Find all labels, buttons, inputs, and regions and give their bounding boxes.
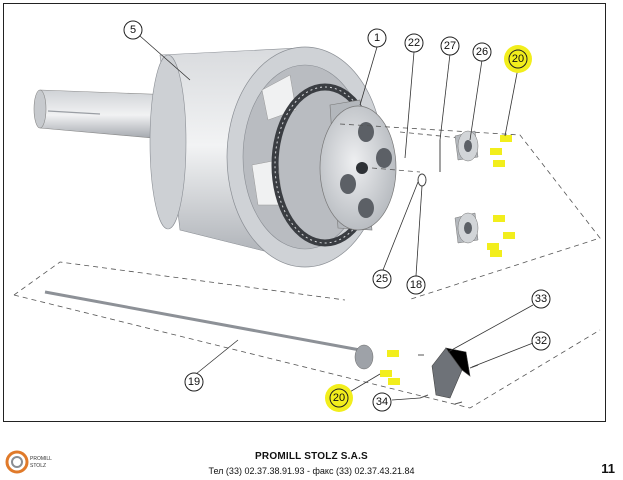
leader-lines <box>139 35 534 401</box>
svg-text:32: 32 <box>535 335 547 347</box>
screw-tags-upper <box>487 135 515 257</box>
svg-text:27: 27 <box>444 40 456 52</box>
svg-text:STOLZ: STOLZ <box>30 463 46 469</box>
main-shaft <box>33 89 176 141</box>
svg-text:1: 1 <box>374 32 380 44</box>
o-ring <box>417 173 427 187</box>
tie-rod <box>44 290 374 370</box>
upper-assembly-plane <box>339 123 601 301</box>
callout-32: 32 <box>531 331 551 351</box>
callout-33: 33 <box>531 289 551 309</box>
svg-text:PROMILL: PROMILL <box>30 456 52 462</box>
svg-text:5: 5 <box>130 24 136 36</box>
callout-20-upper: 20 <box>504 45 532 73</box>
pin-lower <box>454 212 479 244</box>
hub-assembly <box>319 99 397 231</box>
svg-text:25: 25 <box>376 273 388 285</box>
callout-19: 19 <box>184 372 204 392</box>
callout-5: 5 <box>123 20 143 40</box>
page-number: 11 <box>601 461 615 476</box>
company-logo: PROMILL STOLZ <box>5 450 52 474</box>
screw-tags-lower <box>380 350 400 385</box>
end-plate <box>431 347 471 399</box>
callout-26: 26 <box>472 42 492 62</box>
svg-text:20: 20 <box>512 53 524 65</box>
exploded-view-drawing: 5 1 22 27 26 20 25 18 19 33 32 <box>13 20 601 412</box>
callout-22: 22 <box>404 33 424 53</box>
pin-upper <box>454 130 479 162</box>
svg-text:26: 26 <box>476 46 488 58</box>
svg-text:20: 20 <box>333 392 345 404</box>
callout-18: 18 <box>406 275 426 295</box>
svg-text:19: 19 <box>188 376 200 388</box>
svg-text:22: 22 <box>408 37 420 49</box>
callout-25: 25 <box>372 269 392 289</box>
svg-text:33: 33 <box>535 293 547 305</box>
callout-1: 1 <box>367 28 387 48</box>
lower-assembly-plane <box>13 261 601 409</box>
callout-34: 34 <box>372 392 392 412</box>
callout-20-lower: 20 <box>325 384 353 412</box>
footer-company-name: PROMILL STOLZ S.A.S <box>255 451 368 462</box>
svg-text:18: 18 <box>410 279 422 291</box>
footer-contact-line: Тел (33) 02.37.38.91.93 - факс (33) 02.3… <box>208 466 415 476</box>
callout-27: 27 <box>440 36 460 56</box>
svg-text:34: 34 <box>376 396 388 408</box>
